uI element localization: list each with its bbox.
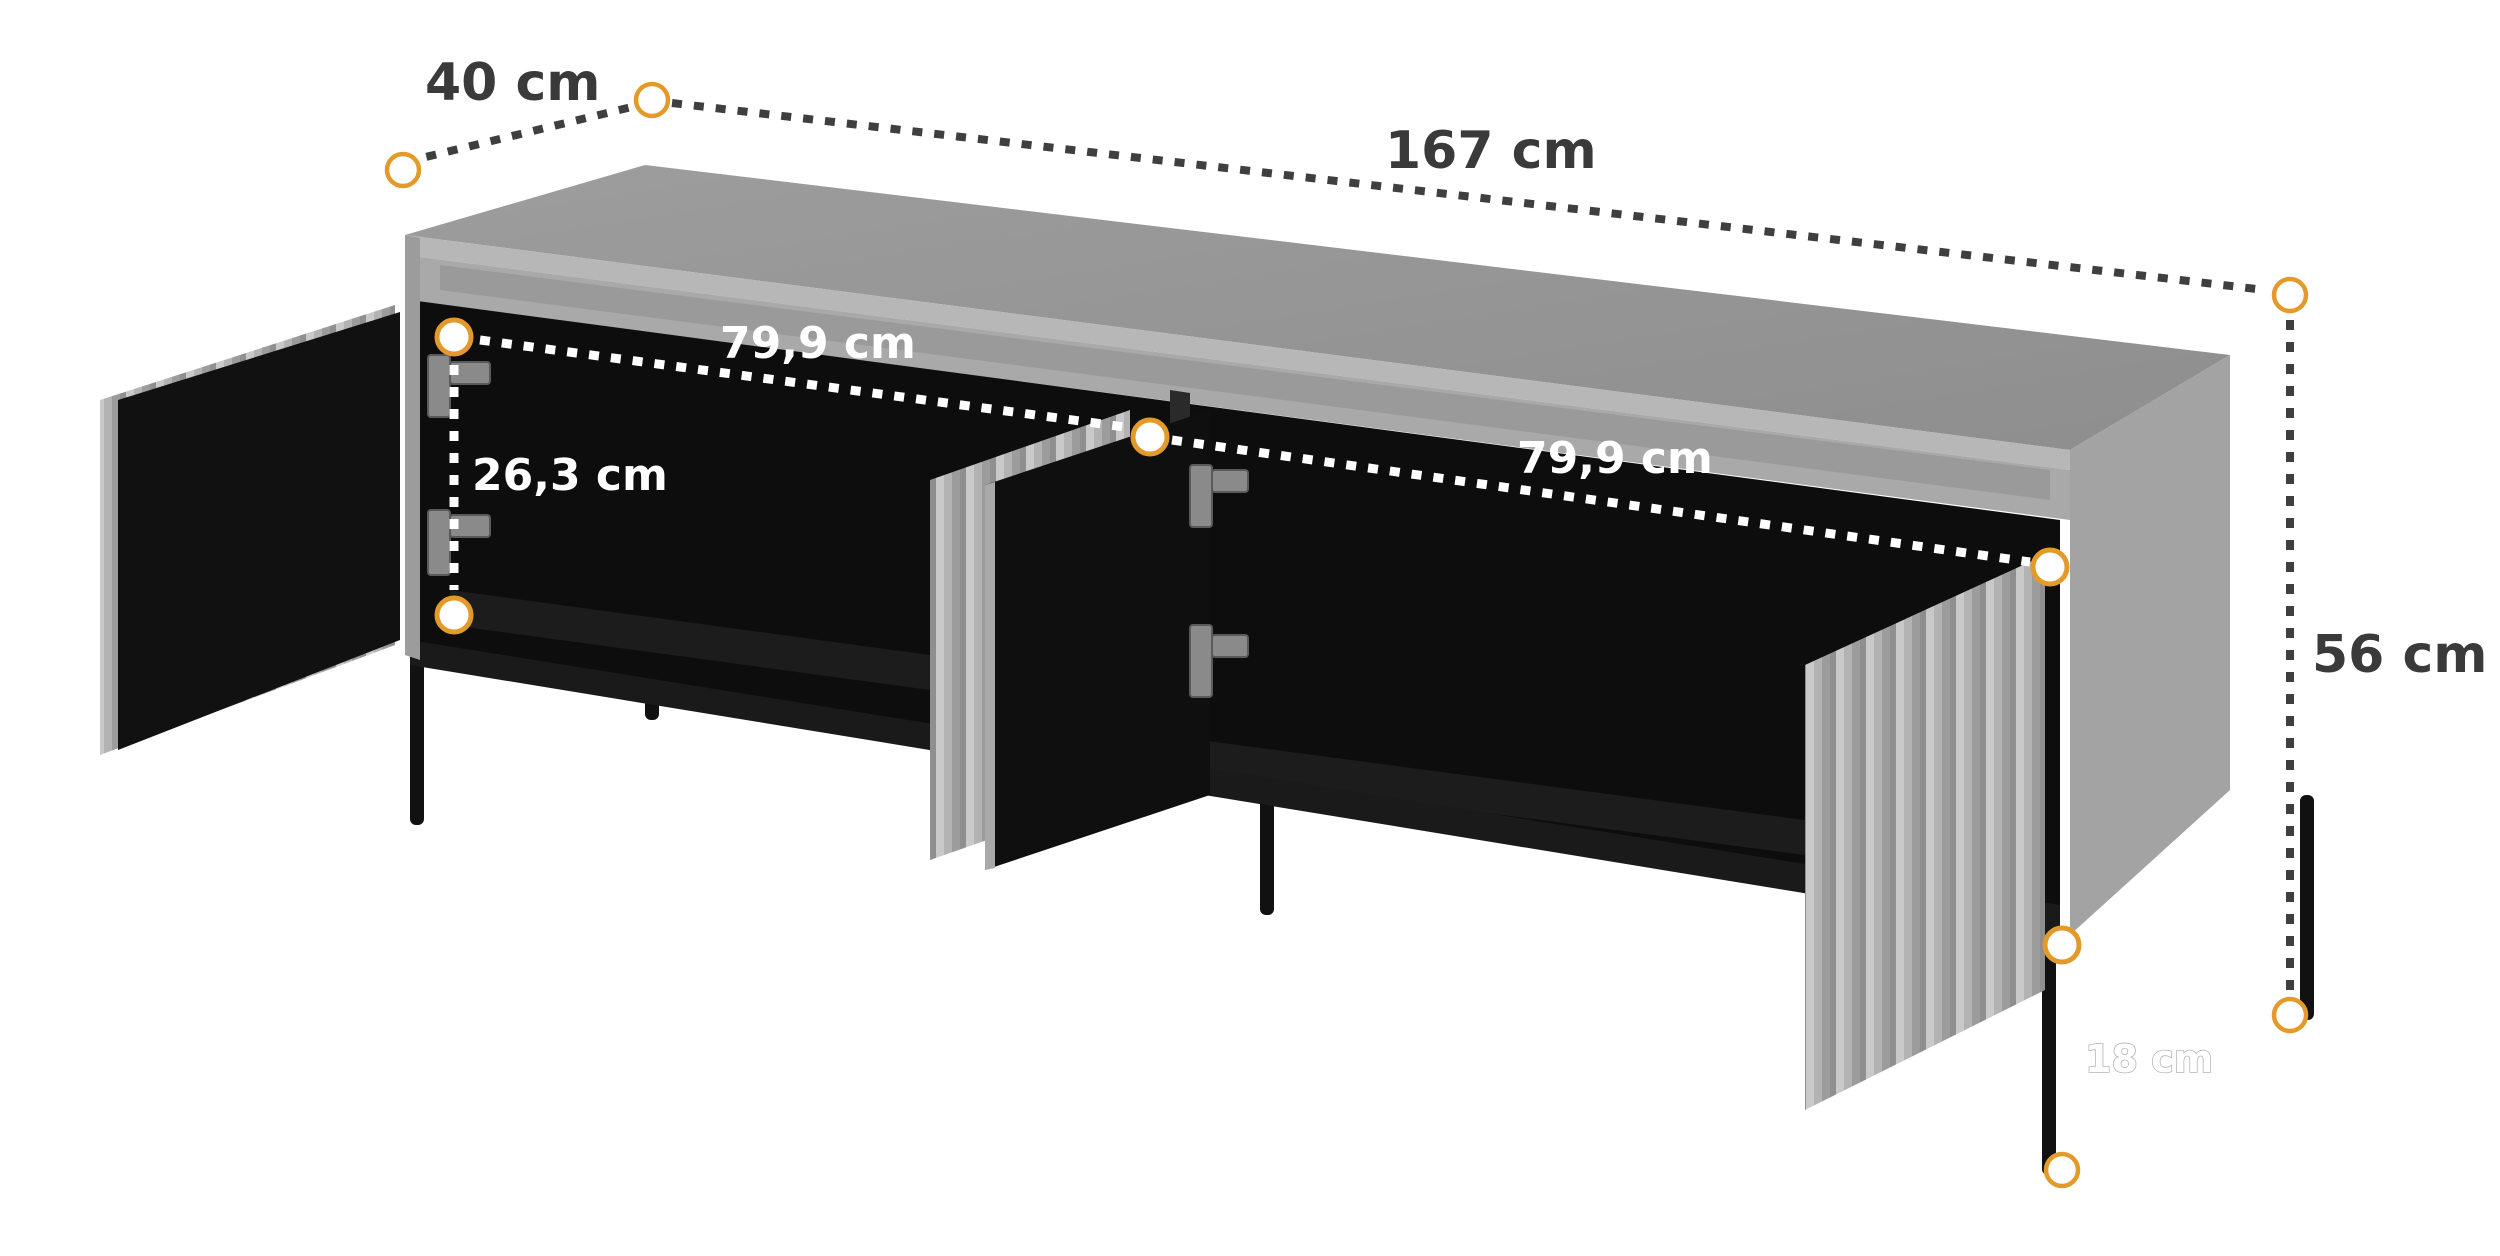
marker-leg-bottom: [2043, 1151, 2081, 1189]
hinge-icon: [427, 354, 451, 418]
label-width: 167 cm: [1385, 121, 1597, 181]
hinge-icon: [1211, 634, 1249, 658]
door-left-open: [100, 305, 400, 755]
hinge-icon: [427, 509, 451, 576]
leg-back-right: [2300, 795, 2314, 1020]
cabinet-bottom: [410, 640, 2060, 935]
marker-height-end: [2271, 996, 2309, 1034]
cabinet-top-rail-face: [440, 265, 2050, 500]
marker-depth-end: [633, 81, 671, 119]
label-height: 56 cm: [2312, 625, 2487, 685]
cabinet-top: [405, 165, 2230, 450]
cabinet-body: [405, 165, 2314, 1175]
marker-shelf-bottom: [434, 595, 474, 635]
marker-width-end: [2271, 276, 2309, 314]
marker-shelf-top: [434, 317, 474, 357]
label-compartment-left: 79,9 cm: [720, 318, 916, 369]
hinge-icon: [1211, 469, 1249, 493]
interior-shelf-left: [450, 590, 930, 690]
label-compartment-right: 79,9 cm: [1517, 433, 1713, 484]
label-depth: 40 cm: [425, 53, 600, 113]
interior-shelf-right: [1200, 740, 1880, 865]
hinge-icon: [1189, 624, 1213, 698]
marker-compartment-mid: [1130, 417, 1170, 457]
marker-depth-start: [384, 151, 422, 189]
hinge-icon: [1189, 464, 1213, 528]
dim-line-depth: [404, 101, 641, 166]
leg-front-mid: [1260, 785, 1274, 915]
dimension-markers: [384, 81, 2309, 1189]
cabinet-interior: [410, 300, 2060, 930]
label-leg-height: 18 cm: [2085, 1037, 2213, 1081]
cabinet-side-left: [405, 235, 420, 660]
dim-line-width: [671, 99, 2266, 294]
label-shelf-height: 26,3 cm: [472, 450, 668, 501]
door-right-open: [1805, 555, 2045, 1110]
cabinet-top-edge: [405, 235, 2070, 470]
marker-compartment-end: [2030, 547, 2070, 587]
leg-front-left: [410, 640, 424, 825]
hinge-group-right: [1189, 464, 1249, 698]
door-center-right: [985, 410, 1210, 870]
marker-leg-top: [2042, 925, 2082, 965]
cabinet-side-right: [2070, 355, 2230, 935]
hinge-group-left: [427, 354, 491, 576]
